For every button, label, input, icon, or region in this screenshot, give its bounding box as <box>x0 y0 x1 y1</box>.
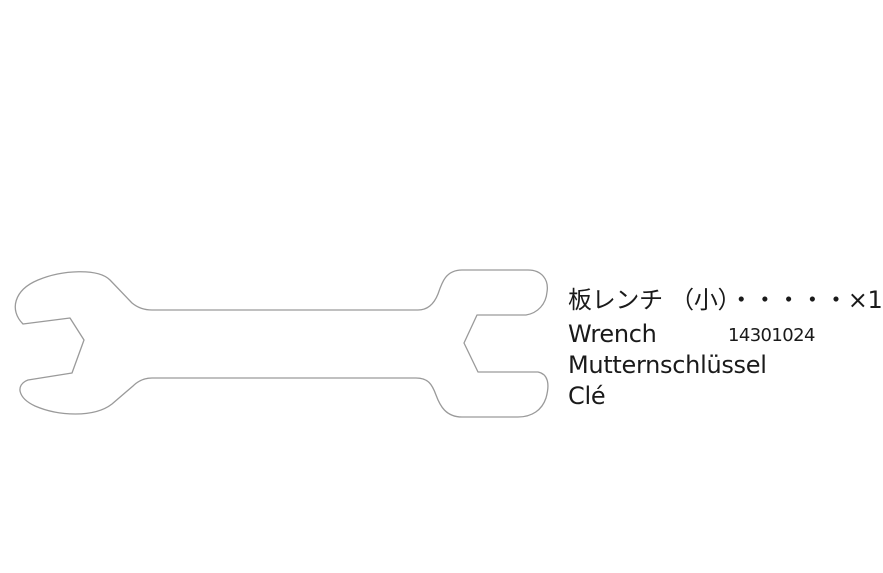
part-name-english: Wrench <box>568 320 657 348</box>
part-name-french: Clé <box>568 382 606 410</box>
part-number: 14301024 <box>728 325 815 346</box>
wrench-outline-path <box>14 269 549 418</box>
wrench-icon <box>14 269 549 418</box>
part-name-japanese: 板レンチ （小）・・・・・×1 <box>568 286 883 314</box>
part-name-german: Mutternschlüssel <box>568 351 767 379</box>
